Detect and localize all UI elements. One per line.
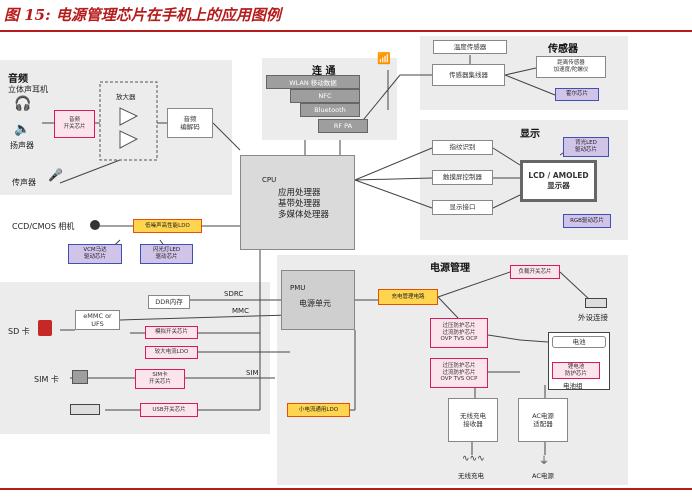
speaker-icon: 🔈 xyxy=(14,122,31,137)
sensor-hub: 传感器集线器 xyxy=(432,64,505,86)
vcm-driver: VCM马达 驱动芯片 xyxy=(68,244,122,264)
headphone-icon: 🎧 xyxy=(14,96,32,112)
sd-card-label: SD 卡 xyxy=(8,327,30,336)
load-switch-chip: 负载开关芯片 xyxy=(510,265,560,279)
plug-icon: ⏚ xyxy=(539,456,549,467)
sim-card-label: SIM 卡 xyxy=(34,375,59,384)
rgb-driver: RGB驱动芯片 xyxy=(563,214,611,228)
charge-management: 充电管理电路 xyxy=(378,289,438,305)
antenna-icon: 📶 xyxy=(377,52,391,65)
stereo-headphone-label: 立体声耳机 xyxy=(8,85,48,94)
audio-heading: 音频 xyxy=(8,74,28,85)
sim-bus-label: SIM xyxy=(246,369,259,377)
audio-codec: 音频 编解码 xyxy=(167,108,213,138)
connect-heading: 连 通 xyxy=(312,66,336,77)
lcd-display: LCD / AMOLED 显示器 xyxy=(520,160,597,202)
display-interface: 显示接口 xyxy=(432,200,493,215)
sdrc-label: SDRC xyxy=(224,290,244,298)
analog-switch-chip: 模拟开关芯片 xyxy=(145,326,198,339)
usb-port-icon xyxy=(70,404,100,415)
sim-switch-chip: SIM卡 开关芯片 xyxy=(135,369,185,389)
speaker-label: 扬声器 xyxy=(10,141,34,150)
touch-controller: 触摸屏控制器 xyxy=(432,170,493,185)
bottom-rule xyxy=(0,488,692,490)
sensor-heading: 传感器 xyxy=(548,44,578,55)
storage-panel xyxy=(0,282,270,434)
sd-card-icon xyxy=(38,320,52,336)
hall-chip: 霍尔芯片 xyxy=(555,88,599,101)
coil-icon: ∿∿∿ xyxy=(462,454,485,464)
display-heading: 显示 xyxy=(520,129,540,140)
small-ldo: 小电流通用LDO xyxy=(287,403,350,417)
amplifier-label: 放大器 xyxy=(116,93,136,101)
ac-power-label: AC电源 xyxy=(532,472,554,480)
flash-driver: 闪光灯LED 驱动芯片 xyxy=(140,244,193,264)
ddr-memory: DDR内存 xyxy=(148,295,190,309)
battery-pack-label: 电池组 xyxy=(563,382,583,390)
backlight-driver: 背光LED 驱动芯片 xyxy=(563,137,609,157)
cpu-label: CPU xyxy=(262,176,277,184)
figure-title: 图 15: 电源管理芯片在手机上的应用图例 xyxy=(4,6,281,24)
pmu-label: PMU xyxy=(290,284,306,292)
protect-chip-1: 过压防护芯片 过流防护芯片 OVP TVS OCP xyxy=(430,318,488,348)
microphone-label: 传声器 xyxy=(12,178,36,187)
protect-chip-2: 过压防护芯片 过流防护芯片 OVP TVS OCP xyxy=(430,358,488,388)
audio-switch-chip: 音频 开关芯片 xyxy=(54,110,95,138)
external-label: 外设连接 xyxy=(578,313,608,322)
wireless-receiver: 无线充电 接收器 xyxy=(448,398,498,442)
accel-sensor: 距离传感器 加速度/陀螺仪 xyxy=(536,56,606,78)
camera-icon xyxy=(90,220,100,230)
battery: 电池 xyxy=(552,336,606,348)
fingerprint-block: 指纹识别 xyxy=(432,140,493,155)
pmu-block xyxy=(281,270,355,330)
camera-ldo: 低噪声高性能LDO xyxy=(133,219,202,233)
rf-pa-block: RF PA xyxy=(318,119,368,133)
external-port-icon xyxy=(585,298,607,308)
cpu-block xyxy=(240,155,355,250)
emmc-ufs: eMMC or UFS xyxy=(75,310,120,330)
usb-switch-chip: USB开关芯片 xyxy=(140,403,198,417)
temp-sensor: 温度传感器 xyxy=(433,40,507,54)
power-heading: 电源管理 xyxy=(430,263,470,274)
ac-adapter: AC电源 适配器 xyxy=(518,398,568,442)
sim-card-icon xyxy=(72,370,88,384)
wireless-charge-label: 无线充电 xyxy=(458,472,484,480)
microphone-icon: 🎤 xyxy=(48,168,63,182)
cpu-functions: 应用处理器 基带处理器 多媒体处理器 xyxy=(278,188,330,221)
pmu-unit-label: 电源单元 xyxy=(299,299,331,308)
camera-label: CCD/CMOS 相机 xyxy=(12,222,75,231)
mmc-label: MMC xyxy=(232,307,249,315)
big-current-ldo: 较大电流LDO xyxy=(145,346,198,359)
nfc-block: NFC xyxy=(290,89,360,103)
wlan-block: WLAN 移动数据 xyxy=(266,75,360,89)
bluetooth-block: Bluetooth xyxy=(300,103,360,117)
title-rule xyxy=(0,30,692,32)
battery-protect-chip: 锂电池 防护芯片 xyxy=(552,362,600,379)
